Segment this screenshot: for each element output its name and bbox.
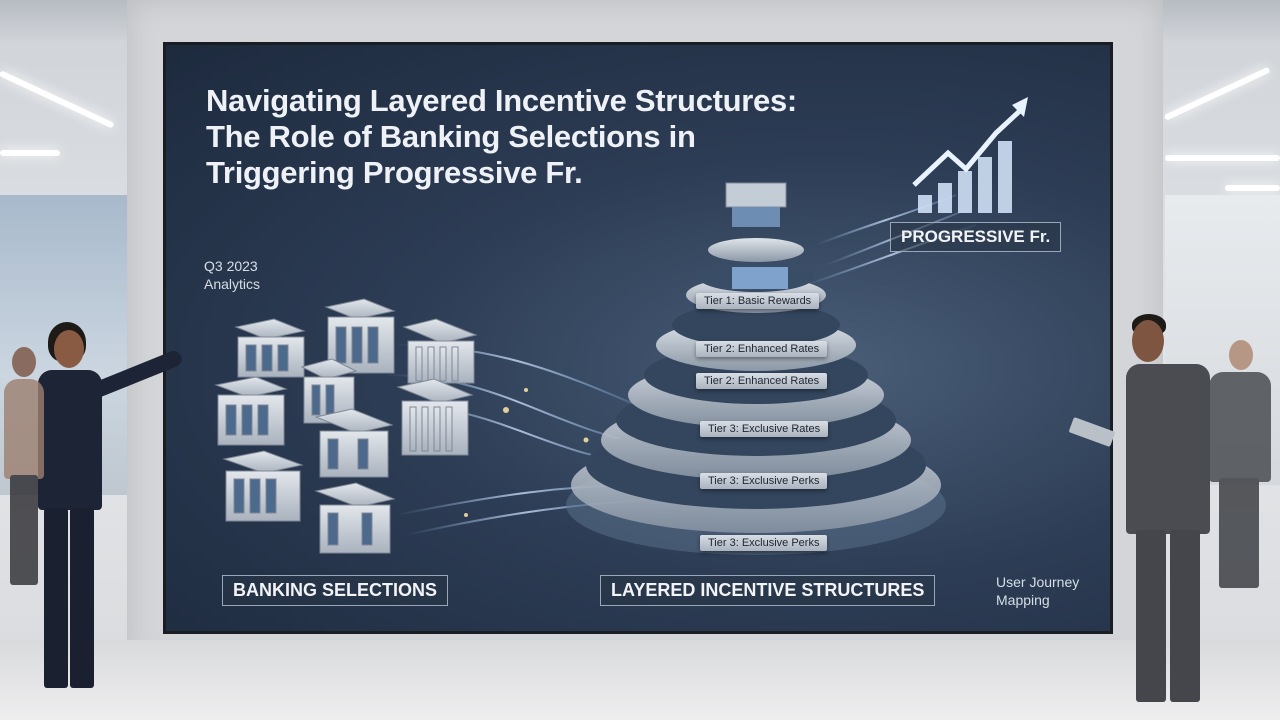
bg-legs-right [1219,478,1259,588]
slide-title: Navigating Layered Incentive Structures:… [206,83,806,191]
tier-label-3: Tier 2: Enhanced Rates [696,373,828,389]
footer-note-line-2: Mapping [996,592,1050,608]
tier-label-6: Tier 3: Exclusive Perks [700,535,828,551]
period-sublabel: Analytics [204,276,261,292]
bank-building-icon [314,408,394,478]
presenter-leg-left [44,508,68,688]
bank-buildings [214,298,478,554]
progressive-label: PROGRESSIVE Fr. [890,222,1062,252]
presenter-arm [89,348,185,400]
bank-building-icon [396,378,474,456]
banking-selections-label: BANKING SELECTIONS [222,575,449,606]
tier-label-4: Tier 3: Exclusive Rates [700,421,829,437]
layered-incentive-label: LAYERED INCENTIVE STRUCTURES [600,575,936,606]
floor [0,640,1280,720]
bank-building-icon [214,376,288,446]
footer-note-line-1: User Journey [996,574,1080,590]
ceiling-light-right [1163,66,1271,121]
bg-head-left [12,347,36,377]
slide-title-line-2: The Role of Banking Selections in [206,119,696,154]
ceiling-light-left [0,70,115,129]
presenter-head [54,330,84,368]
period-label: Q3 2023 [204,258,258,274]
footer-note: User Journey Mapping [996,573,1079,609]
slide-title-line-1: Navigating Layered Incentive Structures: [206,83,797,118]
period-note: Q3 2023 Analytics [204,257,260,293]
tier-label-1: Tier 1: Basic Rewards [696,293,820,309]
slide-title-line-3: Triggering Progressive Fr. [206,155,583,190]
tier-label-2: Tier 2: Enhanced Rates [696,341,828,357]
presenter-man [1068,312,1220,717]
bank-building-icon [402,318,478,384]
presentation-screen: Navigating Layered Incentive Structures:… [163,42,1113,634]
presenter-man-leg-left [1136,530,1166,702]
presenter-leg-right [70,508,94,688]
bank-building-icon [234,318,306,378]
bank-building-icon [314,482,396,554]
pyramid-tier-icon [566,182,946,555]
tier-label-5: Tier 3: Exclusive Perks [700,473,828,489]
background-person-left [0,345,48,590]
incentive-illustration [214,97,1028,555]
presenter-woman [30,320,200,710]
presenter-man-leg-right [1170,530,1200,702]
bg-body-left [4,379,44,479]
presenter-man-head [1132,320,1164,362]
bg-legs-left [10,475,38,585]
ceiling-light-left-2 [0,150,60,156]
ceiling-light-right-3 [1225,185,1280,191]
ceiling-light-right-2 [1165,155,1280,161]
background-person-right [1205,338,1275,593]
bg-body-right [1209,372,1271,482]
bank-building-icon [222,450,304,522]
presenter-man-suit [1126,364,1210,534]
presenter-jacket [38,370,102,510]
growth-chart-icon [912,97,1028,213]
bg-head-right [1229,340,1253,370]
